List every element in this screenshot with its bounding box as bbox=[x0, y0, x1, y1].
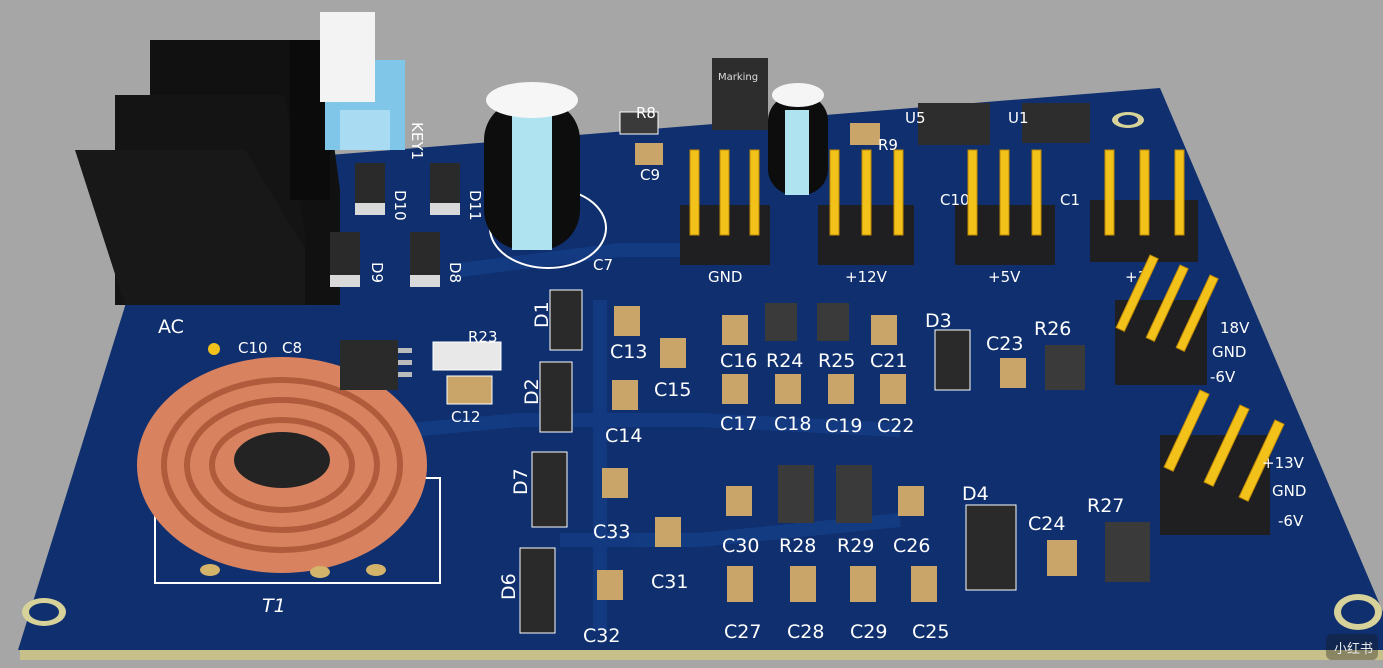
label-header-18v: 18V bbox=[1220, 319, 1250, 337]
label-r23: R23 bbox=[468, 328, 498, 346]
marking-inductor bbox=[712, 58, 768, 130]
label-c22: C22 bbox=[877, 415, 914, 437]
label-c15: C15 bbox=[654, 379, 691, 401]
label-u1: U1 bbox=[1008, 109, 1029, 127]
header-33v bbox=[1090, 149, 1198, 262]
label-c17: C17 bbox=[720, 413, 757, 435]
label-d2: D2 bbox=[521, 378, 543, 405]
label-r27: R27 bbox=[1087, 495, 1124, 517]
ic-soic bbox=[340, 340, 398, 390]
capacitor-small bbox=[768, 83, 828, 195]
label-c16: C16 bbox=[720, 350, 757, 372]
label-c30: C30 bbox=[722, 535, 759, 557]
header-gnd bbox=[680, 149, 770, 265]
label-d1: D1 bbox=[531, 301, 553, 328]
label-c1: C1 bbox=[1060, 191, 1080, 209]
label-c21: C21 bbox=[870, 350, 907, 372]
label-d3: D3 bbox=[925, 310, 952, 332]
label-c28: C28 bbox=[787, 621, 824, 643]
header-5v bbox=[955, 149, 1055, 265]
label-marking: Marking bbox=[718, 72, 758, 83]
watermark-badge bbox=[1326, 634, 1378, 660]
key1-switch bbox=[320, 12, 405, 150]
header-18v bbox=[1115, 254, 1219, 385]
regulator-u1 bbox=[1022, 103, 1090, 143]
label-header-12v: +12V bbox=[845, 268, 888, 286]
label-c7: C7 bbox=[593, 256, 613, 274]
label-c27: C27 bbox=[724, 621, 761, 643]
label-header-13v: +13V bbox=[1262, 454, 1305, 472]
transformer-t1 bbox=[137, 357, 427, 578]
label-r24: R24 bbox=[766, 350, 803, 372]
label-header-m6v: -6V bbox=[1210, 368, 1236, 386]
label-c10b: C10 bbox=[940, 191, 970, 209]
label-c8: C8 bbox=[282, 339, 302, 357]
label-header-gnd3: GND bbox=[1272, 482, 1306, 500]
label-c23: C23 bbox=[986, 333, 1023, 355]
label-d8: D8 bbox=[446, 262, 464, 283]
diodes-top bbox=[330, 163, 460, 287]
resistor-r8 bbox=[619, 111, 659, 135]
label-c29: C29 bbox=[850, 621, 887, 643]
header-12v bbox=[818, 149, 914, 265]
label-d11: D11 bbox=[466, 190, 484, 221]
ac-connector bbox=[75, 40, 340, 305]
label-r9: R9 bbox=[878, 136, 898, 154]
watermark-text: 小红书 bbox=[1334, 641, 1373, 657]
label-r8: R8 bbox=[636, 104, 656, 122]
label-d6: D6 bbox=[498, 573, 520, 600]
label-c12: C12 bbox=[451, 408, 481, 426]
label-d10: D10 bbox=[391, 190, 409, 221]
label-header-m6v2: -6V bbox=[1278, 512, 1304, 530]
label-t1: T1 bbox=[262, 595, 286, 617]
capacitor-c7 bbox=[484, 82, 607, 269]
led-indicator bbox=[208, 343, 220, 355]
label-c24: C24 bbox=[1028, 513, 1065, 535]
label-d9: D9 bbox=[368, 262, 386, 283]
label-d4: D4 bbox=[962, 483, 989, 505]
label-c26: C26 bbox=[893, 535, 930, 557]
label-c31: C31 bbox=[651, 571, 688, 593]
label-c32: C32 bbox=[583, 625, 620, 647]
label-r28: R28 bbox=[779, 535, 816, 557]
header-13v bbox=[1160, 389, 1285, 535]
label-header-gnd: GND bbox=[708, 268, 742, 286]
capacitor-c9 bbox=[635, 143, 663, 165]
label-d7: D7 bbox=[510, 468, 532, 495]
label-c33: C33 bbox=[593, 521, 630, 543]
label-u5: U5 bbox=[905, 109, 926, 127]
label-c25: C25 bbox=[912, 621, 949, 643]
smd-components bbox=[597, 303, 1150, 602]
label-c9: C9 bbox=[640, 166, 660, 184]
resistor-r9 bbox=[850, 123, 880, 145]
label-key1: KEY1 bbox=[408, 122, 426, 160]
label-c14: C14 bbox=[605, 425, 642, 447]
label-c13: C13 bbox=[610, 341, 647, 363]
label-ac: AC bbox=[158, 316, 184, 338]
label-c19: C19 bbox=[825, 415, 862, 437]
label-r29: R29 bbox=[837, 535, 874, 557]
regulator-u5 bbox=[918, 103, 990, 145]
label-header-5v: +5V bbox=[988, 268, 1021, 286]
capacitor-c12 bbox=[446, 375, 493, 405]
label-c10: C10 bbox=[238, 339, 268, 357]
diodes-mid bbox=[519, 289, 1017, 634]
label-c18: C18 bbox=[774, 413, 811, 435]
label-r25: R25 bbox=[818, 350, 855, 372]
label-header-gnd2: GND bbox=[1212, 343, 1246, 361]
label-r26: R26 bbox=[1034, 318, 1071, 340]
resistor-r23 bbox=[432, 341, 502, 371]
